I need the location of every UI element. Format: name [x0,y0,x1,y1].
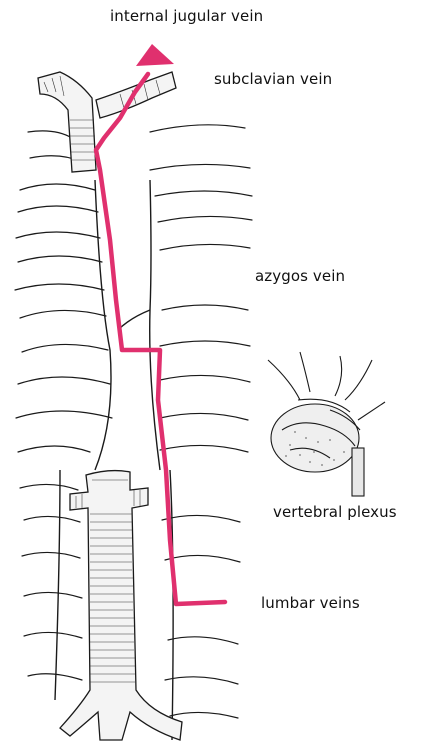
label-internal-jugular-vein: internal jugular vein [110,7,264,25]
vertebral-plexus-inset [267,351,386,497]
inferior-vena-cava-rings [75,479,141,683]
venous-pathway [93,44,228,607]
label-subclavian-vein: subclavian vein [214,70,333,88]
subclavian-vessel [37,71,177,173]
label-lumbar-veins: lumbar veins [261,594,360,612]
intercostal-lines [14,124,253,719]
label-azygos-vein: azygos vein [255,267,346,285]
vertebral-plexus-texture [285,431,345,466]
subclavian-vessel-rings [43,75,161,161]
pathway-arrowhead [136,44,174,66]
pathway-line [93,71,228,607]
inferior-vena-cava [59,469,183,741]
label-vertebral-plexus: vertebral plexus [273,503,397,521]
